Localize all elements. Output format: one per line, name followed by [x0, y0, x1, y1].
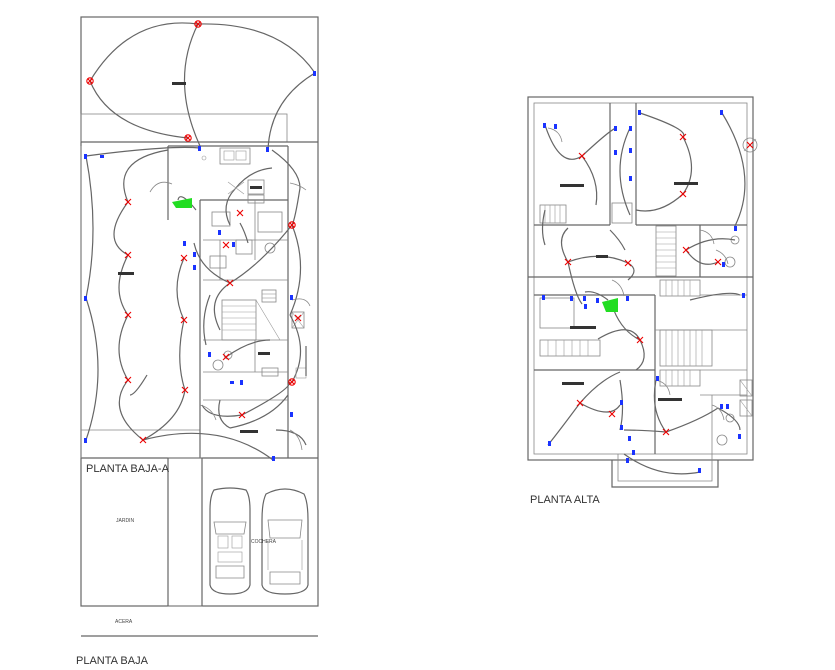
stair-icon [221, 289, 281, 341]
car-icon [261, 488, 309, 595]
switch-icon [542, 110, 745, 473]
plan-label-planta-baja: PLANTA BAJA [76, 655, 149, 667]
switch-icon [84, 71, 316, 461]
ground-floor-plan [80, 16, 319, 637]
highlight-marker [172, 198, 192, 208]
stair-icon [655, 225, 713, 387]
light-fixture-icon [86, 20, 302, 444]
light-fixture-icon [564, 133, 754, 436]
plan-label-planta-baja-a: PLANTA BAJA-A [86, 463, 170, 475]
room-label-jardin: JARDIN [116, 518, 134, 524]
highlight-marker [602, 298, 618, 312]
room-label-cochera: COCHERA [251, 539, 277, 545]
upper-floor-plan [527, 96, 758, 488]
car-icon [209, 487, 251, 595]
plan-label-planta-alta: PLANTA ALTA [530, 494, 600, 506]
room-label-acera: ACERA [115, 619, 133, 625]
